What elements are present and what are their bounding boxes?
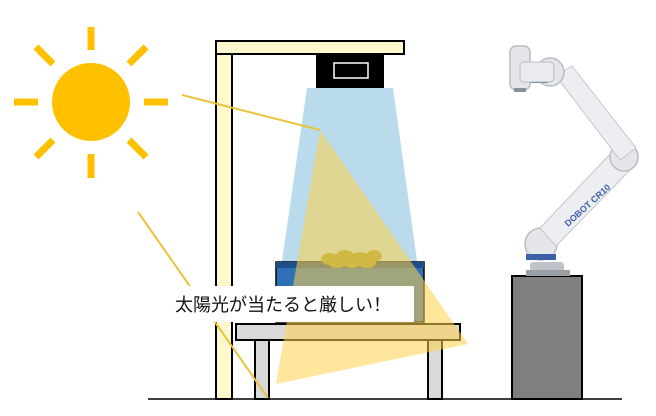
robot-arm bbox=[509, 45, 639, 276]
warning-callout: 太陽光が当たると厳しい！ bbox=[152, 286, 414, 322]
warning-callout-text: 太陽光が当たると厳しい！ bbox=[175, 295, 391, 316]
camera-unit bbox=[316, 54, 384, 88]
sun-icon bbox=[14, 27, 168, 178]
robot-pedestal bbox=[511, 275, 583, 400]
